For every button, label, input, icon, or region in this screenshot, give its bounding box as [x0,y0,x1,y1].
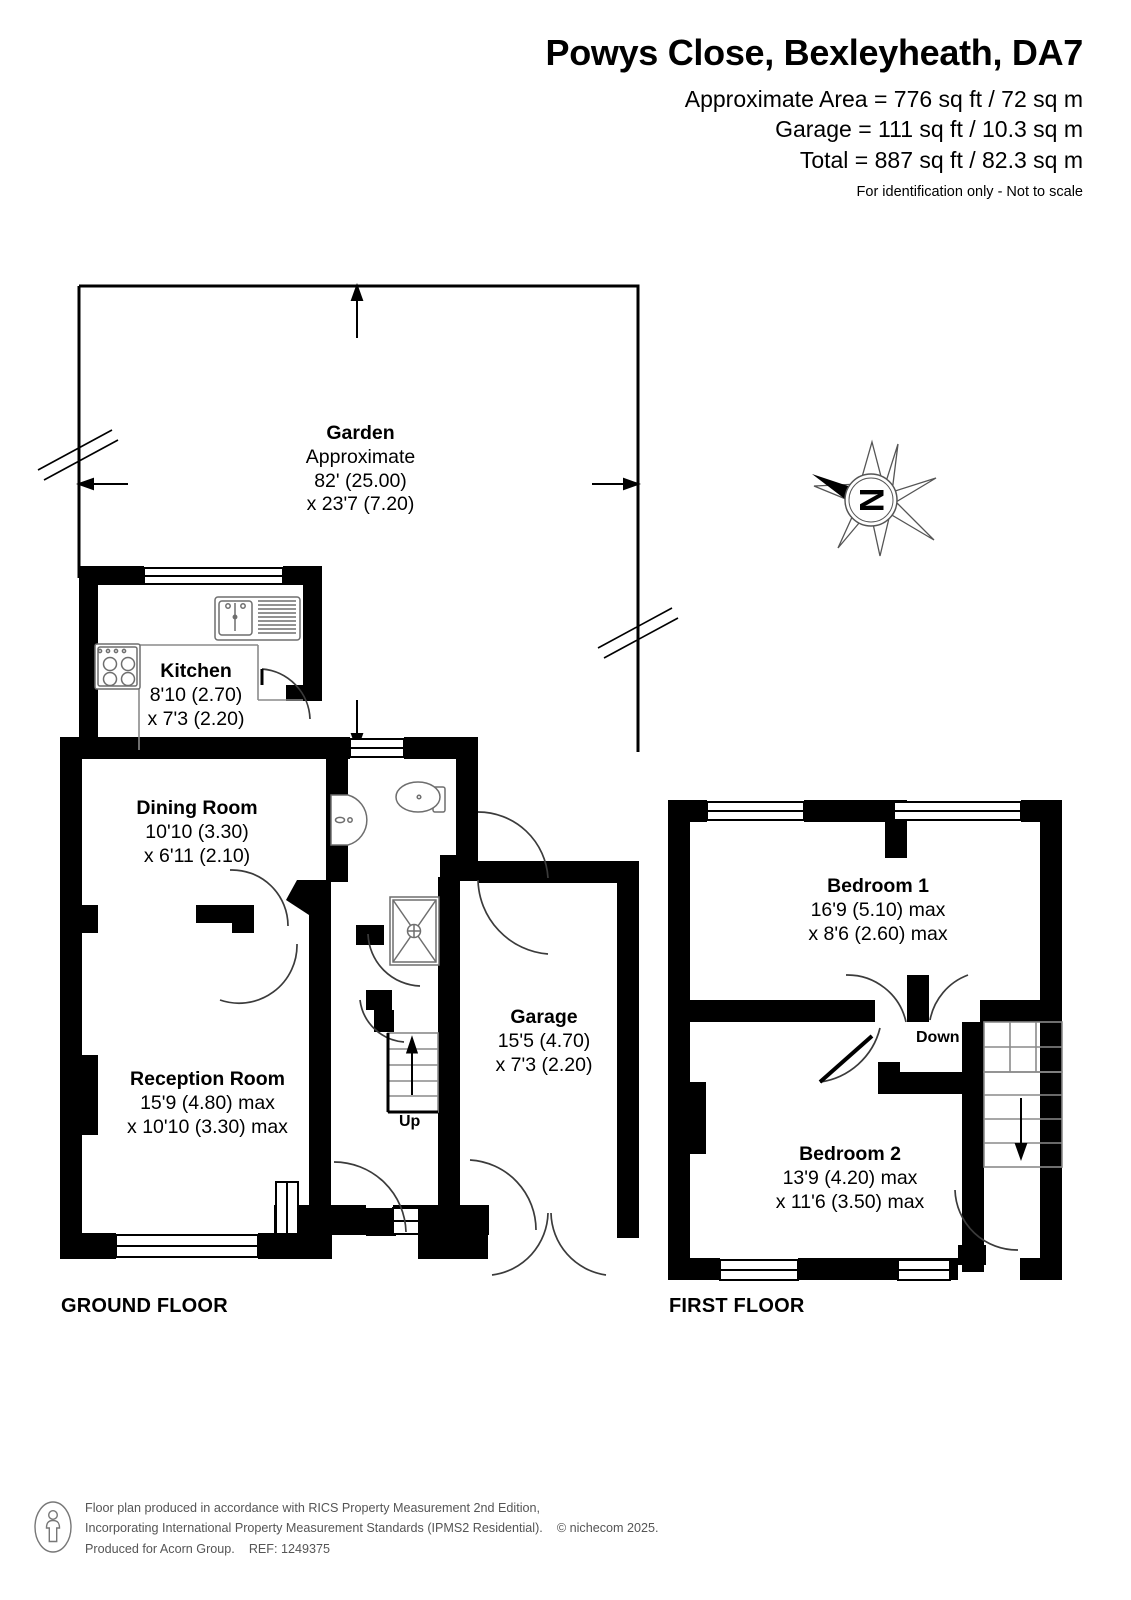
bedroom2-dim-1: 13'9 (4.20) max [782,1166,918,1189]
dining-dim-2: x 6'11 (2.10) [143,844,251,867]
dining-name: Dining Room [136,797,258,819]
footer-line-3: Produced for Acorn Group. REF: 1249375 [85,1539,659,1559]
room-label-garage: Garage 15'5 (4.70) x 7'3 (2.20) [448,1006,640,1077]
garden-name: Garden [326,422,395,444]
shower-tray-icon [389,896,440,966]
first-floor-title: FIRST FLOOR [669,1295,805,1317]
reception-name: Reception Room [130,1068,285,1090]
room-label-reception: Reception Room 15'9 (4.80) max x 10'10 (… [75,1068,340,1139]
first-floor-door-swings [818,974,1019,1251]
reception-dim-2: x 10'10 (3.30) max [127,1115,288,1138]
garden-approx: Approximate [305,445,416,468]
room-label-bedroom2: Bedroom 2 13'9 (4.20) max x 11'6 (3.50) … [730,1143,970,1214]
garden-boundary [77,284,640,752]
bedroom2-name: Bedroom 2 [799,1143,901,1165]
area-line-total: Total = 887 sq ft / 82.3 sq m [799,146,1083,173]
footer-line-1: Floor plan produced in accordance with R… [85,1501,541,1515]
svg-text:N: N [852,488,890,513]
ground-floor-title: GROUND FLOOR [61,1295,228,1317]
page-title: Powys Close, Bexleyheath, DA7 [545,32,1083,73]
bedroom2-dim-2: x 11'6 (3.50) max [775,1190,925,1213]
garden-dim-1: 82' (25.00) [314,469,407,492]
wc-basin-icon [330,794,368,846]
staircase-up-detail [386,1033,438,1114]
staircase-down-arrow [1014,1098,1028,1161]
stairs-down-label: Down [916,1029,960,1046]
first-floor-windows [706,801,1022,1281]
ground-floor-fixtures [94,596,446,1113]
plan-header: Powys Close, Bexleyheath, DA7 Approximat… [0,0,1131,200]
person-icon [33,1500,73,1559]
room-label-bedroom1: Bedroom 1 16'9 (5.10) max x 8'6 (2.60) m… [758,875,998,946]
plan-footer: Floor plan produced in accordance with R… [33,1498,1093,1559]
footer-text-block: Floor plan produced in accordance with R… [85,1498,659,1559]
ground-floor-door-swings [219,668,607,1276]
first-floor-walls [668,800,1062,1280]
area-summary: Approximate Area = 776 sq ft / 72 sq m G… [0,84,1131,175]
footer-line-2a: Incorporating International Property Mea… [85,1521,543,1536]
garden-dim-2: x 23'7 (7.20) [306,493,415,516]
toilet-icon [395,781,446,813]
room-label-dining: Dining Room 10'10 (3.30) x 6'11 (2.10) [94,797,300,868]
room-label-kitchen: Kitchen 8'10 (2.70) x 7'3 (2.20) [96,660,296,731]
room-label-garden: Garden Approximate 82' (25.00) x 23'7 (7… [253,422,468,517]
dining-dim-1: 10'10 (3.30) [145,820,249,843]
garden-dimension-arrows [76,283,641,751]
footer-copyright: © nichecom 2025. [556,1521,659,1536]
ground-floor-windows [115,567,420,1258]
garage-dim-2: x 7'3 (2.20) [495,1053,593,1076]
footer-line-2: Incorporating International Property Mea… [85,1518,659,1538]
garage-dim-1: 15'5 (4.70) [497,1029,591,1052]
compass-rose: N [812,439,937,557]
kitchen-dim-2: x 7'3 (2.20) [147,707,245,730]
bedroom1-dim-1: 16'9 (5.10) max [810,898,946,921]
kitchen-dim-1: 8'10 (2.70) [149,683,243,706]
kitchen-name: Kitchen [160,660,232,682]
garage-name: Garage [510,1006,578,1028]
scale-disclaimer: For identification only - Not to scale [856,183,1083,200]
footer-producer: Produced for Acorn Group. [85,1541,235,1556]
area-line-garage: Garage = 111 sq ft / 10.3 sq m [775,116,1083,143]
footer-reference: REF: 1249375 [248,1541,331,1556]
bedroom1-name: Bedroom 1 [827,875,929,897]
bedroom1-dim-2: x 8'6 (2.60) max [808,922,948,945]
kitchen-sink-icon [214,596,301,641]
area-line-approximate: Approximate Area = 776 sq ft / 72 sq m [684,85,1083,112]
kitchen-hob-icon [94,643,141,690]
garden-break-marks [37,429,679,659]
reception-dim-1: 15'9 (4.80) max [140,1091,275,1114]
stairs-up-label: Up [399,1113,421,1130]
